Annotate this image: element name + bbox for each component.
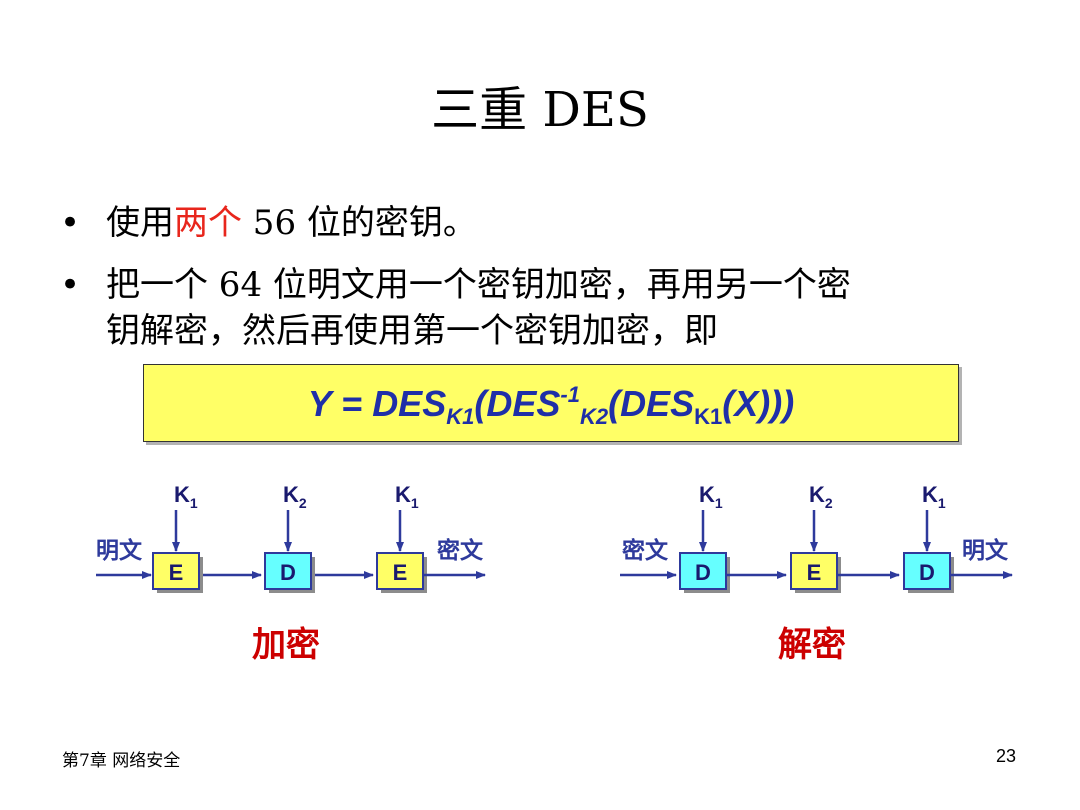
key-letter: K — [922, 482, 938, 507]
formula-key-k2: K2 — [579, 404, 609, 429]
formula-inverse: -1 — [560, 382, 580, 407]
key-letter: K — [395, 482, 411, 507]
encrypt-box-1 — [152, 552, 200, 590]
key-subscript: 2 — [825, 495, 833, 511]
bullet-item-2: • 把一个 64 位明文用一个密钥加密，再用另一个密 钥解密，然后再使用第一个密… — [60, 262, 1030, 354]
decrypt-key-3: K1 — [922, 482, 946, 511]
decrypt-output-label: 明文 — [962, 537, 1009, 563]
encrypt-box-3-label: E — [393, 560, 408, 585]
encrypt-stage-3: K1 E — [376, 482, 427, 593]
encrypt-stage-2: K2 D — [264, 482, 315, 593]
decrypt-box-2 — [790, 552, 838, 590]
decrypt-stage-2: K2 E — [790, 482, 841, 593]
formula-paren-3: ( — [722, 383, 735, 424]
formula-des-1: DES — [372, 383, 447, 424]
footer-chapter: 第7章 网络安全 — [62, 751, 181, 771]
triple-des-diagram: 明文 K1 E K2 D K1 — [96, 482, 1013, 664]
encrypt-caption: 加密 — [252, 625, 320, 664]
encrypt-key-1: K1 — [174, 482, 198, 511]
slide-title: 三重 DES — [431, 82, 649, 138]
bullet-item-1: • 使用两个 56 位的密钥。 — [60, 200, 1030, 246]
key-subscript: 1 — [190, 495, 198, 511]
key-subscript: 1 — [715, 495, 723, 511]
formula-paren-1: ( — [474, 383, 487, 424]
decrypt-stage-1: K1 D — [679, 482, 730, 593]
encrypt-input-label: 明文 — [96, 537, 143, 563]
formula-box: Y = DESK1(DES-1K2(DESK1(X))) — [143, 364, 959, 442]
encrypt-output-label: 密文 — [437, 537, 484, 563]
key-letter: K — [699, 482, 715, 507]
bullet-line-2: 钥解密，然后再使用第一个密钥加密，即 — [106, 311, 718, 351]
page-number: 23 — [995, 746, 1016, 766]
encrypt-box-3 — [376, 552, 424, 590]
bullet-marker: • — [60, 203, 81, 243]
bullet-text: 使用两个 56 位的密钥。 — [106, 200, 1030, 246]
decrypt-box-1-label: D — [695, 560, 711, 585]
encrypt-box-2-label: D — [280, 560, 296, 585]
bullet-text-before: 使用 — [106, 203, 174, 243]
encrypt-key-3: K1 — [395, 482, 419, 511]
key-subscript: 1 — [411, 495, 419, 511]
encrypt-box-2 — [264, 552, 312, 590]
formula-equals: = — [331, 383, 373, 424]
bullet-text-after: 56 位的密钥。 — [242, 203, 477, 243]
formula-des-3: DES — [620, 383, 695, 424]
key-letter: K — [809, 482, 825, 507]
decrypt-stage-3: K1 D — [903, 482, 954, 593]
bullet-text: 把一个 64 位明文用一个密钥加密，再用另一个密 钥解密，然后再使用第一个密钥加… — [106, 262, 1030, 354]
decrypt-box-3-label: D — [919, 560, 935, 585]
key-letter: K — [283, 482, 299, 507]
decrypt-key-2: K2 — [809, 482, 833, 511]
decrypt-box-1 — [679, 552, 727, 590]
decryption-pipeline: 密文 K1 D K2 E K1 — [620, 482, 1013, 664]
encryption-pipeline: 明文 K1 E K2 D K1 — [96, 482, 486, 664]
bullet-line-1: 把一个 64 位明文用一个密钥加密，再用另一个密 — [106, 265, 851, 305]
encrypt-stage-1: K1 E — [152, 482, 203, 593]
decrypt-input-label: 密文 — [622, 537, 669, 563]
decrypt-box-2-label: E — [807, 560, 822, 585]
bullet-marker: • — [60, 265, 81, 305]
key-subscript: 2 — [299, 495, 307, 511]
formula-x: X — [734, 383, 759, 424]
formula-key-k1: K1 — [446, 404, 475, 429]
formula-paren-2: ( — [608, 383, 621, 424]
bullet-highlight: 两个 — [174, 203, 242, 243]
decrypt-box-3 — [903, 552, 951, 590]
decrypt-key-1: K1 — [699, 482, 723, 511]
encrypt-key-2: K2 — [283, 482, 307, 511]
formula: Y = DESK1(DES-1K2(DESK1(X))) — [144, 382, 958, 430]
formula-des-2: DES — [486, 383, 561, 424]
formula-y: Y — [307, 383, 332, 424]
formula-key-k1-second: K1 — [694, 404, 723, 429]
key-letter: K — [174, 482, 190, 507]
decrypt-caption: 解密 — [778, 625, 846, 664]
formula-close-parens: ))) — [758, 383, 795, 424]
encrypt-box-1-label: E — [169, 560, 184, 585]
key-subscript: 1 — [938, 495, 946, 511]
